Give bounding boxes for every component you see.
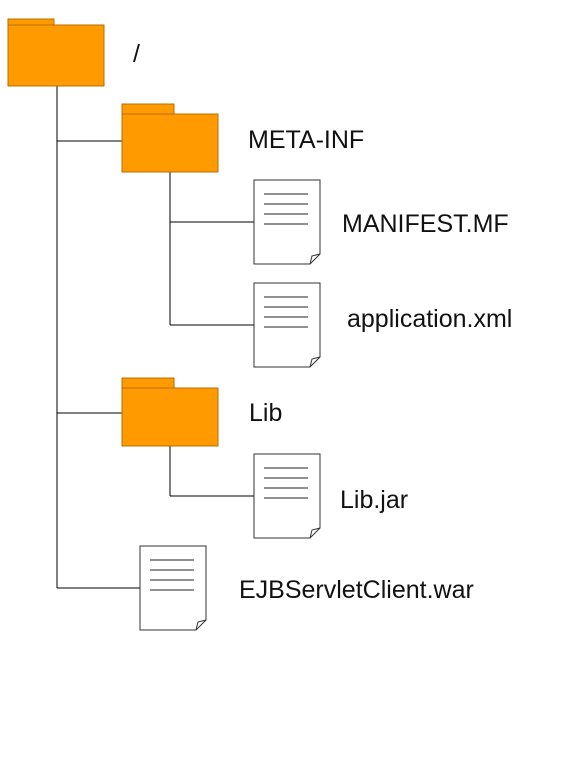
manifest-file-label: MANIFEST.MF [342, 210, 509, 238]
root-folder-label: / [133, 40, 140, 68]
application-xml-file-label: application.xml [347, 305, 513, 333]
file-icon [253, 453, 321, 539]
folder-icon [121, 377, 219, 447]
file-icon [139, 545, 207, 631]
lib-folder-label: Lib [249, 399, 283, 427]
ejbservletclient-war-file-label: EJBServletClient.war [239, 576, 474, 604]
lib-jar-file-label: Lib.jar [340, 486, 409, 514]
folder-icon [7, 18, 105, 87]
file-icon [253, 282, 321, 368]
tree-connectors [56, 86, 254, 589]
file-icon [253, 179, 321, 265]
folder-icon [121, 103, 219, 173]
meta-inf-folder-label: META-INF [248, 126, 365, 154]
